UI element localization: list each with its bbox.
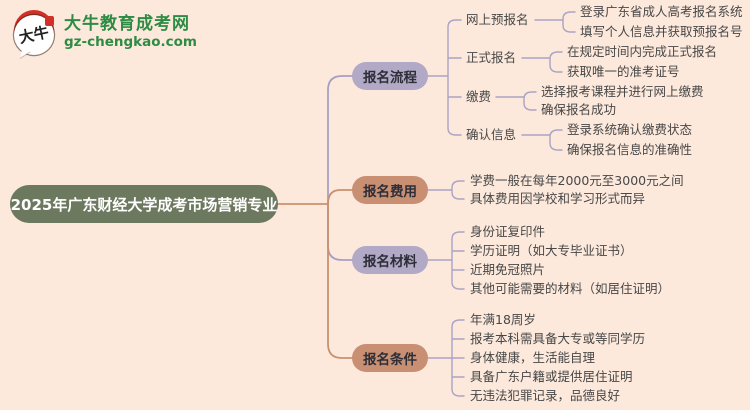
- logo-text-block: 大牛教育成考网 gz-chengkao.com: [64, 15, 197, 50]
- logo-bubble-icon: 大牛: [14, 10, 56, 60]
- root-node: 2025年广东财经大学成考市场营销专业: [10, 185, 278, 223]
- branch-pill-2: 报名费用: [352, 176, 428, 204]
- connector-line: [451, 231, 465, 290]
- connector-line: [451, 319, 465, 397]
- leaf-text: 获取唯一的准考证号: [567, 64, 680, 79]
- connector-line: [327, 203, 353, 261]
- child-label: 缴费: [466, 89, 492, 104]
- leaf-text: 近期免冠照片: [470, 262, 546, 277]
- site-logo: 大牛 大牛教育成考网 gz-chengkao.com: [14, 10, 197, 60]
- connector-line: [327, 75, 353, 205]
- leaf-text: 登录广东省成人高考报名系统: [580, 4, 743, 19]
- connector-line: [327, 189, 353, 205]
- connector-line: [451, 180, 465, 200]
- leaf-text: 确保报名信息的准确性: [567, 142, 693, 157]
- logo-bubble-tail: [20, 49, 31, 60]
- leaf-text: 在规定时间内完成正式报名: [567, 44, 718, 59]
- leaf-text: 学费一般在每年2000元至3000元之间: [470, 173, 684, 188]
- connector-line: [562, 11, 576, 33]
- leaf-text: 选择报考课程并进行网上缴费: [541, 84, 704, 99]
- connector-line: [549, 51, 563, 73]
- connector-line: [327, 203, 353, 359]
- leaf-text: 登录系统确认缴费状态: [567, 122, 693, 137]
- logo-seal-icon: [45, 16, 54, 26]
- leaf-text: 无违法犯罪记录，品德良好: [470, 388, 621, 403]
- branch-pill-4: 报名条件: [352, 344, 428, 372]
- child-label: 网上预报名: [466, 12, 529, 27]
- leaf-text: 身份证复印件: [470, 224, 546, 239]
- connector-line: [549, 129, 563, 151]
- branch-pill-3: 报名材料: [352, 246, 428, 274]
- leaf-text: 填写个人信息并获取预报名号: [580, 24, 743, 39]
- leaf-text: 年满18周岁: [470, 312, 536, 327]
- branch-pill-1: 报名流程: [352, 62, 428, 90]
- connector-line: [523, 91, 537, 111]
- leaf-text: 身体健康，生活能自理: [470, 350, 596, 365]
- leaf-text: 其他可能需要的材料（如居住证明）: [470, 281, 671, 296]
- child-label: 正式报名: [466, 50, 517, 65]
- logo-bubble-text: 大牛: [17, 22, 51, 47]
- leaf-text: 具备广东户籍或提供居住证明: [470, 369, 633, 384]
- child-label: 确认信息: [466, 127, 517, 142]
- leaf-text: 学历证明（如大专毕业证书）: [470, 243, 633, 258]
- leaf-text: 具体费用因学校和学习形式而异: [470, 191, 646, 206]
- leaf-text: 确保报名成功: [541, 102, 617, 117]
- logo-url[interactable]: gz-chengkao.com: [64, 34, 198, 51]
- leaf-text: 报考本科需具备大专或等同学历: [470, 331, 646, 346]
- logo-title: 大牛教育成考网: [64, 14, 190, 35]
- connector-line: [447, 19, 462, 136]
